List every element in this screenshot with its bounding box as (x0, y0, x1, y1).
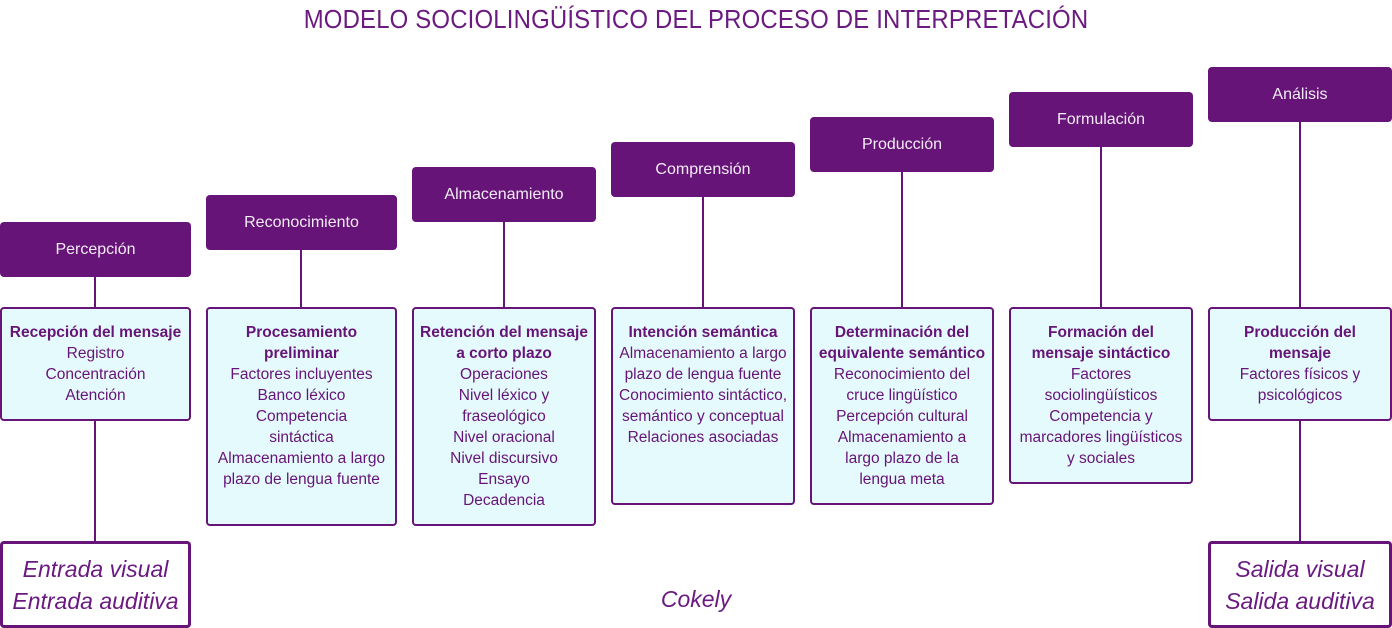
stage-detail-item: Banco léxico (257, 387, 346, 404)
output-line: Salida auditiva (1225, 587, 1375, 614)
stage-detail-box: Producción del mensaje Factores físicos … (1208, 307, 1392, 421)
stage-detail-title: Determinación del equivalente semántico (818, 324, 986, 362)
stage-detail-item: Competencia y marcadores lingüísticos y … (1019, 408, 1183, 467)
stage-detail-item: Competencia sintáctica (255, 408, 348, 446)
stage-detail-title: Intención semántica (628, 324, 778, 341)
stage-header-comprension: Comprensión (611, 142, 795, 197)
connector-line (94, 277, 96, 307)
stage-detail-item: Almacenamiento a largo plazo de la lengu… (837, 429, 967, 488)
connector-line (503, 222, 505, 307)
stage-detail-title: Producción del mensaje (1244, 324, 1356, 362)
stage-detail-item: Operaciones (460, 366, 548, 383)
stage-detail-item: Almacenamiento a largo plazo de lengua f… (619, 345, 787, 383)
stage-detail-box: Retención del mensaje a corto plazo Oper… (412, 307, 596, 526)
stage-detail-box: Formación del mensaje sintáctico Factore… (1009, 307, 1193, 484)
connector-line (94, 421, 96, 541)
output-box: Salida visual Salida auditiva (1208, 541, 1392, 628)
stage-header-analisis: Análisis (1208, 67, 1392, 122)
connector-line (1100, 147, 1102, 307)
stage-header-label: Análisis (1272, 85, 1328, 103)
stage-detail-item: Nivel oracional (453, 429, 555, 446)
stage-header-label: Comprensión (655, 160, 751, 178)
stage-detail-item: Factores físicos y psicológicos (1239, 366, 1361, 404)
stage-detail-item: Relaciones asociadas (627, 429, 779, 446)
stage-header-almacenamiento: Almacenamiento (412, 167, 596, 222)
output-line: Salida visual (1235, 555, 1365, 582)
stage-header-formulacion: Formulación (1009, 92, 1193, 147)
stage-detail-title: Formación del mensaje sintáctico (1031, 324, 1171, 362)
stage-detail-box: Procesamiento preliminar Factores incluy… (206, 307, 397, 526)
input-box: Entrada visual Entrada auditiva (0, 541, 191, 628)
stage-detail-item: Concentración (45, 366, 146, 383)
stage-detail-box: Intención semántica Almacenamiento a lar… (611, 307, 795, 505)
diagram-title: MODELO SOCIOLINGÜÍSTICO DEL PROCESO DE I… (303, 4, 1089, 34)
stage-header-produccion: Producción (810, 117, 994, 172)
stage-detail-item: Percepción cultural (836, 408, 968, 425)
stage-detail-item: Nivel léxico y fraseológico (458, 387, 550, 425)
stage-detail-box: Determinación del equivalente semántico … (810, 307, 994, 505)
connector-line (901, 172, 903, 307)
stage-detail-title: Procesamiento preliminar (245, 324, 358, 362)
stage-detail-item: Ensayo (478, 471, 530, 488)
stage-detail-item: Decadencia (463, 492, 545, 509)
connector-line (300, 250, 302, 307)
stage-header-label: Reconocimiento (244, 213, 359, 231)
stage-header-label: Producción (861, 135, 943, 153)
connector-line (702, 197, 704, 307)
stage-header-percepcion: Percepción (0, 222, 191, 277)
stage-detail-title: Recepción del mensaje (9, 324, 182, 341)
connector-line (1299, 122, 1301, 307)
stage-detail-title: Retención del mensaje a corto plazo (420, 324, 588, 362)
stage-detail-item: Conocimiento sintáctico, semántico y con… (619, 387, 787, 425)
input-line: Entrada auditiva (12, 587, 179, 614)
stage-detail-item: Factores incluyentes (230, 366, 373, 383)
author-credit: Cokely (660, 586, 732, 612)
stage-header-reconocimiento: Reconocimiento (206, 195, 397, 250)
stage-header-label: Almacenamiento (444, 185, 564, 203)
stage-detail-item: Nivel discursivo (450, 450, 558, 467)
stage-detail-item: Reconocimiento del cruce lingüístico (833, 366, 971, 404)
stage-header-label: Percepción (55, 240, 136, 258)
stage-header-label: Formulación (1056, 110, 1146, 128)
connector-line (1299, 421, 1301, 541)
stage-detail-item: Factores sociolingüísticos (1044, 366, 1158, 404)
stage-detail-item: Atención (65, 387, 126, 404)
stage-detail-box: Recepción del mensaje Registro Concentra… (0, 307, 191, 421)
input-line: Entrada visual (22, 555, 169, 582)
stage-detail-item: Registro (66, 345, 125, 362)
stage-detail-item: Almacenamiento a largo plazo de lengua f… (217, 450, 386, 488)
